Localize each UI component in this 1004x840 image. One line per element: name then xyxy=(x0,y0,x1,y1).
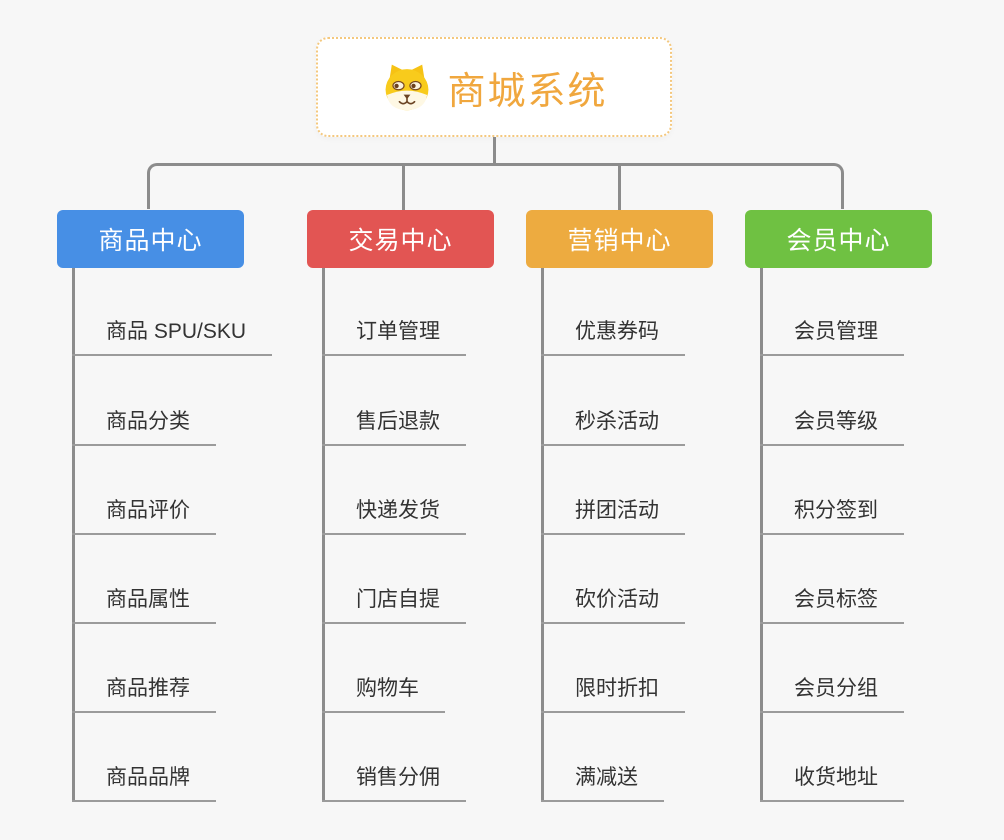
leaf-node[interactable]: 优惠券码 xyxy=(541,317,685,356)
leaf-node[interactable]: 砍价活动 xyxy=(541,585,685,624)
branch-node-member-center[interactable]: 会员中心 xyxy=(745,210,932,268)
leaf-node[interactable]: 满减送 xyxy=(541,763,664,802)
dog-face-icon xyxy=(386,64,429,111)
branch-node-trade-center[interactable]: 交易中心 xyxy=(307,210,494,268)
connector-drop-line xyxy=(402,166,405,210)
branch-column-member-center: 会员中心 会员管理 会员等级 积分签到 会员标签 会员分组 收货地址 xyxy=(745,210,1004,820)
leaf-node[interactable]: 秒杀活动 xyxy=(541,407,685,446)
connector-root-stub xyxy=(493,137,496,165)
root-node[interactable]: 商城系统 xyxy=(316,37,672,137)
leaf-node[interactable]: 订单管理 xyxy=(322,317,466,356)
branch-column-trade-center: 交易中心 订单管理 售后退款 快递发货 门店自提 购物车 销售分佣 xyxy=(307,210,567,820)
leaf-node[interactable]: 销售分佣 xyxy=(322,763,466,802)
leaf-node[interactable]: 收货地址 xyxy=(760,763,904,802)
branch-node-product-center[interactable]: 商品中心 xyxy=(57,210,244,268)
leaf-node[interactable]: 商品分类 xyxy=(72,407,216,446)
leaf-node[interactable]: 商品评价 xyxy=(72,496,216,535)
branch-column-product-center: 商品中心 商品 SPU/SKU 商品分类 商品评价 商品属性 商品推荐 商品品牌 xyxy=(57,210,317,820)
leaf-node[interactable]: 会员等级 xyxy=(760,407,904,446)
leaf-node[interactable]: 商品推荐 xyxy=(72,674,216,713)
leaf-node[interactable]: 拼团活动 xyxy=(541,496,685,535)
leaf-node[interactable]: 购物车 xyxy=(322,674,445,713)
connector-drop-line xyxy=(618,166,621,210)
leaf-node[interactable]: 商品 SPU/SKU xyxy=(72,317,273,356)
leaf-node[interactable]: 售后退款 xyxy=(322,407,466,446)
leaf-node[interactable]: 快递发货 xyxy=(322,496,466,535)
leaf-node[interactable]: 限时折扣 xyxy=(541,674,685,713)
leaf-node[interactable]: 商品属性 xyxy=(72,585,216,624)
leaf-node[interactable]: 商品品牌 xyxy=(72,763,216,802)
leaf-node[interactable]: 会员标签 xyxy=(760,585,904,624)
branch-column-marketing-center: 营销中心 优惠券码 秒杀活动 拼团活动 砍价活动 限时折扣 满减送 xyxy=(526,210,786,820)
root-title: 商城系统 xyxy=(447,70,608,113)
leaf-node[interactable]: 积分签到 xyxy=(760,496,904,535)
leaf-node[interactable]: 门店自提 xyxy=(322,585,466,624)
connector-horizontal-line xyxy=(147,163,844,209)
leaf-node[interactable]: 会员管理 xyxy=(760,317,904,356)
branch-node-marketing-center[interactable]: 营销中心 xyxy=(526,210,713,268)
leaf-node[interactable]: 会员分组 xyxy=(760,674,904,713)
